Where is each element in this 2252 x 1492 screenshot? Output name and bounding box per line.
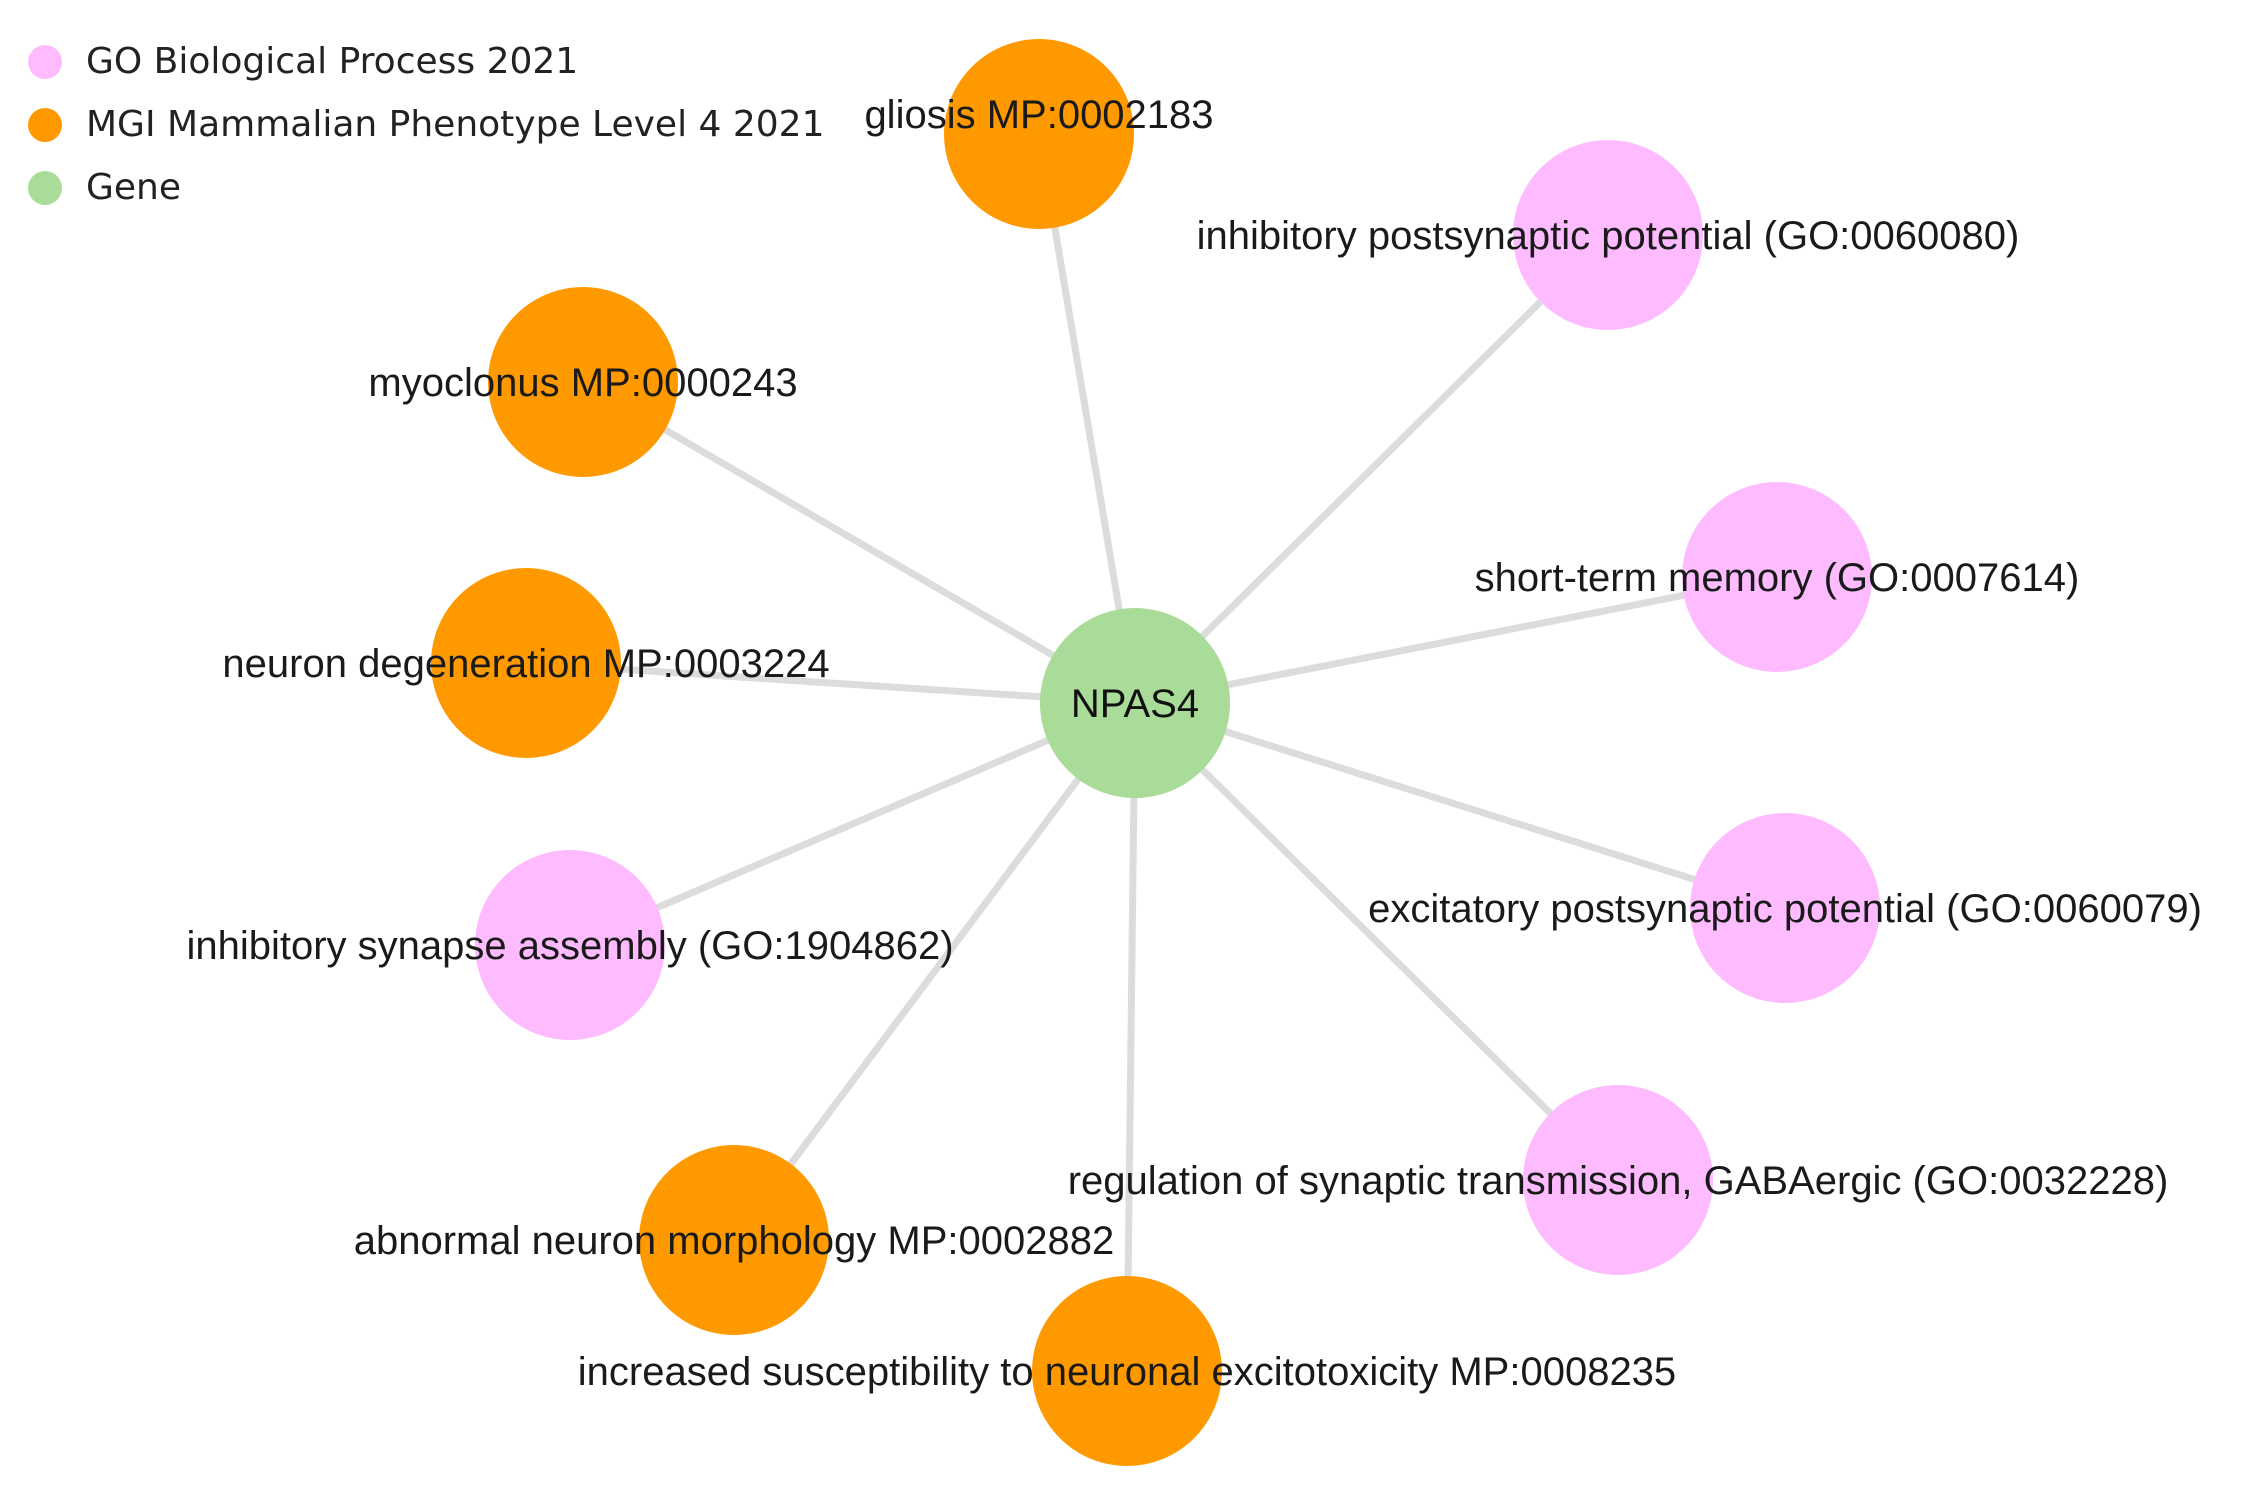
- edge-line: [579, 378, 1139, 707]
- edges-layer: [522, 130, 1789, 1375]
- node-circle: [944, 39, 1134, 229]
- node-label: excitatory postsynaptic potential (GO:00…: [1368, 887, 2202, 931]
- node-circle: [488, 287, 678, 477]
- node-circle: [475, 850, 665, 1040]
- edge-line: [566, 699, 1139, 949]
- node-label: increased susceptibility to neuronal exc…: [578, 1350, 1676, 1394]
- node-label: neuron degeneration MP:0003224: [222, 642, 829, 686]
- node-circle: [1682, 482, 1872, 672]
- labels-layer: gliosis MP:0002183 inhibitory postsynapti…: [186, 93, 2201, 1394]
- node-label: gliosis MP:0002183: [864, 93, 1213, 137]
- edge-line: [1131, 699, 1789, 912]
- edge-line: [1131, 699, 1622, 1184]
- node-circle: [431, 568, 621, 758]
- nodes-layer: [431, 39, 1880, 1466]
- legend-item-mgi-phenotype: MGI Mammalian Phenotype Level 4 2021: [28, 93, 824, 156]
- edge-line: [1131, 231, 1612, 707]
- legend-swatch: [28, 107, 62, 142]
- legend: GO Biological Process 2021 MGI Mammalian…: [28, 30, 824, 219]
- node-circle: [1032, 1276, 1222, 1466]
- node-circle: [639, 1145, 829, 1335]
- legend-item-go-biological-process: GO Biological Process 2021: [28, 30, 824, 93]
- node-circle: [1690, 813, 1880, 1003]
- edge-line: [730, 699, 1139, 1244]
- edge-line: [1131, 573, 1781, 707]
- legend-swatch: [28, 170, 62, 205]
- node-label: myoclonus MP:0000243: [368, 361, 797, 405]
- legend-item-gene: Gene: [28, 156, 824, 219]
- node-label: abnormal neuron morphology MP:0002882: [354, 1219, 1115, 1263]
- edge-line: [1035, 130, 1139, 707]
- node-label: regulation of synaptic transmission, GAB…: [1068, 1159, 2169, 1203]
- node-label: inhibitory synapse assembly (GO:1904862): [186, 924, 953, 968]
- gene-node-label: NPAS4: [1071, 682, 1199, 726]
- edge-line: [1123, 699, 1139, 1375]
- legend-swatch: [28, 44, 62, 79]
- node-label: short-term memory (GO:0007614): [1475, 556, 2080, 600]
- node-circle: [1513, 140, 1703, 330]
- legend-label: GO Biological Process 2021: [86, 41, 579, 82]
- node-label: inhibitory postsynaptic potential (GO:00…: [1197, 214, 2020, 258]
- node-circle: [1523, 1085, 1713, 1275]
- gene-node-circle: [1040, 608, 1230, 798]
- legend-label: Gene: [86, 167, 182, 208]
- legend-label: MGI Mammalian Phenotype Level 4 2021: [86, 104, 825, 145]
- edge-line: [522, 659, 1139, 707]
